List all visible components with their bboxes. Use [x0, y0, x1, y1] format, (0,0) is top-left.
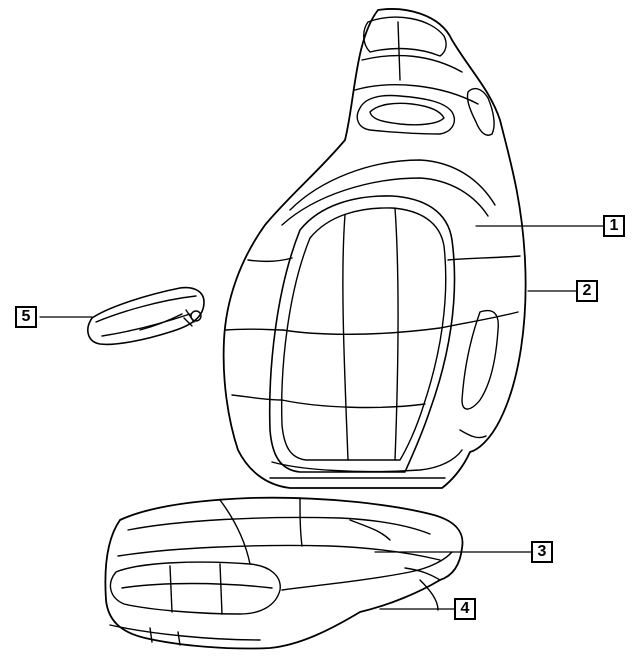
- seat-back: [222, 8, 527, 489]
- armrest: [87, 286, 205, 346]
- backrest-panel: [268, 195, 456, 473]
- headrest-cap: [363, 16, 447, 57]
- armrest-outline: [87, 286, 205, 346]
- leader-lines: [39, 225, 604, 610]
- callout-2: 2: [576, 280, 598, 302]
- seat-cushion: [104, 496, 464, 650]
- callout-5: 5: [15, 306, 37, 328]
- callout-1: 1: [603, 215, 625, 237]
- lower-side-panel: [461, 309, 499, 410]
- front-roll: [109, 561, 281, 615]
- seat-cushion-outline: [104, 496, 464, 650]
- armrest-pivot: [190, 310, 202, 322]
- headrest-slot: [356, 94, 456, 135]
- side-recess: [466, 87, 495, 136]
- callout-3: 3: [531, 541, 553, 563]
- callout-4: 4: [454, 598, 476, 620]
